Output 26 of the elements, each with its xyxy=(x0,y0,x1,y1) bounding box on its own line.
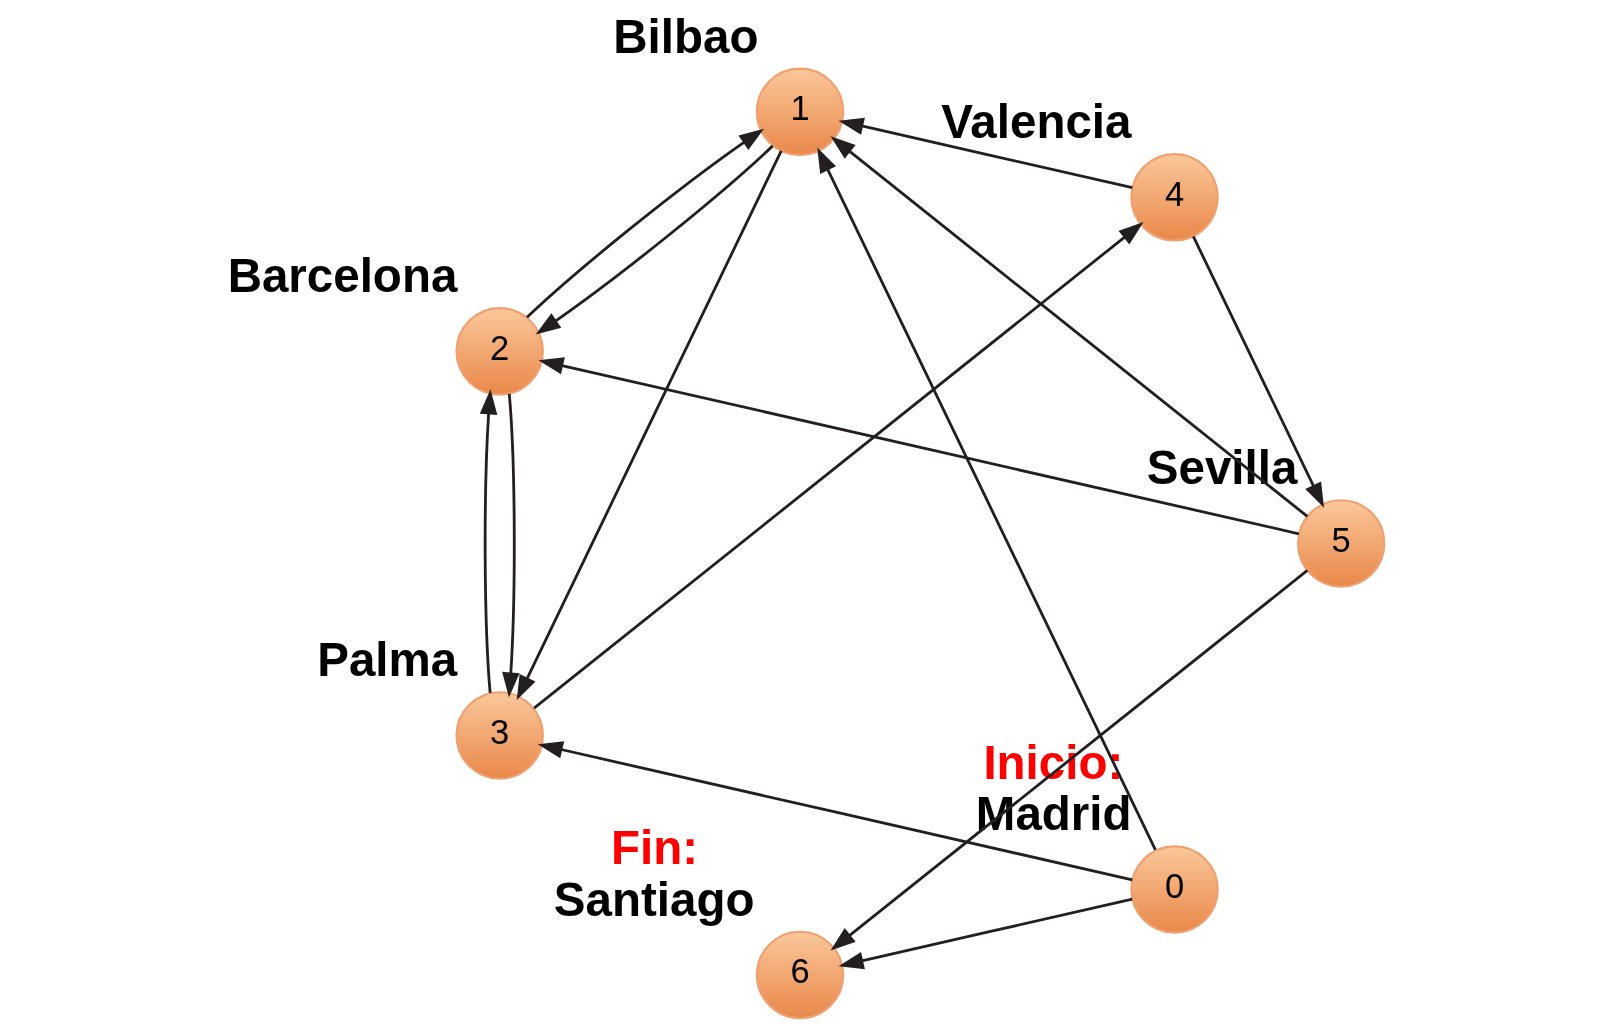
node-label: Bilbao xyxy=(613,9,759,63)
node-circle: 2 xyxy=(455,307,544,396)
node-circle: 4 xyxy=(1130,153,1219,242)
node-label: Fin: xyxy=(611,820,699,874)
arrow xyxy=(830,136,1309,518)
node-circle: 6 xyxy=(755,930,845,1020)
node-label: Palma xyxy=(317,633,458,687)
arrow xyxy=(537,741,1133,882)
arrow xyxy=(817,147,1157,851)
node-circle: 5 xyxy=(1296,499,1386,588)
arrow xyxy=(830,569,1309,951)
arrow xyxy=(533,222,1144,710)
arrow xyxy=(479,389,498,693)
node-circle: 1 xyxy=(755,67,845,157)
node-label: Barcelona xyxy=(227,249,458,303)
arrow xyxy=(535,144,774,335)
node-circle: 0 xyxy=(1130,845,1219,934)
arrow xyxy=(516,150,783,701)
arrow xyxy=(538,357,1300,536)
arrow xyxy=(502,393,520,698)
node-circle: 3 xyxy=(455,691,544,780)
node-label: Santiago xyxy=(553,872,755,926)
node-label: Valencia xyxy=(941,95,1132,149)
arrow xyxy=(838,117,1133,190)
arrow xyxy=(838,897,1133,970)
arrow xyxy=(526,128,765,319)
